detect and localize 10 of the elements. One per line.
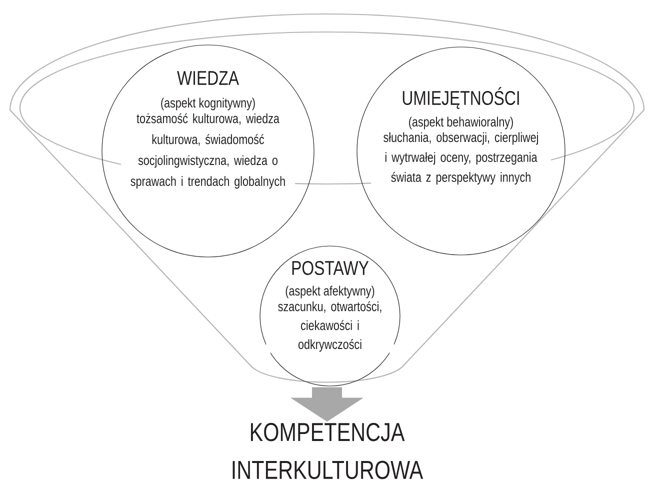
aspect-label: (aspekt afektywny) [284,284,376,300]
aspect-label: (aspekt behawioralny) [407,116,515,130]
description: tożsamość kulturowa, wiedza kulturowa, świadomość socjolingwistyczna, wiedza o sprawach i trendach globalnych [121,112,295,190]
heading: WIEDZA [176,70,240,86]
aspect-label: (aspekt kognitywny) [159,96,257,112]
result-label: KOMPETENCJA INTERKULTUROWA [232,422,424,480]
heading: POSTAWY [290,260,370,276]
heading: UMIEJĘTNOŚCI [400,86,522,110]
description: szacunku, otwartości, ciekawości i odkrywczości [266,300,394,353]
description: słuchania, obserwacji, cierpliwej i wytrwałej oceny, postrzegania świata z perspektywy innych [371,131,551,186]
